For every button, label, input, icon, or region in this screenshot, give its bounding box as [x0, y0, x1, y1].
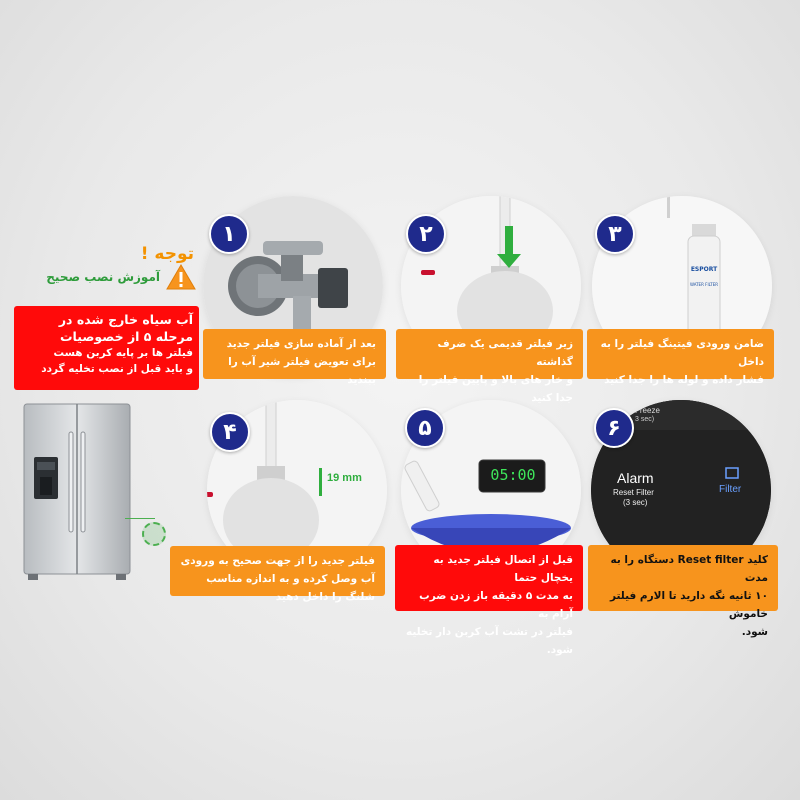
step-6-caption-line-1: کلید Reset filter دستگاه را به مدت [610, 554, 768, 584]
notice-box: آب سیاه خارج شده در مرحله ۵ از خصوصیات ف… [14, 306, 199, 390]
reset-filter-label: Reset Filter [613, 488, 654, 497]
notice-line-2: مرحله ۵ از خصوصیات [60, 329, 193, 344]
refrigerator-illustration [22, 402, 132, 582]
step-1-caption: بعد از آماده سازی فیلتر جدید برای تعویض … [203, 329, 386, 386]
notice-line-1: آب سیاه خارج شده در [58, 312, 193, 327]
filter-brand: ESPORT [690, 266, 718, 273]
notice-line-4: و باید قبل از نصب تخلیه گردد [41, 363, 193, 375]
step-3-caption-line-1: ضامن ورودی فیتینگ فیلتر را به داخل [600, 338, 764, 368]
step-5-caption-line-3: فیلتر در تشت آب کربن دار تخلیه شود. [405, 626, 573, 656]
step-3-badge: ۳ [595, 214, 635, 254]
notice-subtitle: آموزش نصب صحیح [46, 270, 160, 284]
refrigerator-icon [23, 403, 131, 580]
step-5: 05:00 ۵ قبل از اتصال فیلتر جدید به یخچال… [393, 400, 593, 656]
timer-display: 05:00 [490, 466, 536, 484]
reset-filter-duration: (3 sec) [623, 498, 648, 507]
step-3-caption: ضامن ورودی فیتینگ فیلتر را به داخل فشار … [587, 329, 774, 386]
notice-title: توجه ! [140, 244, 194, 264]
step-6-caption-line-2: ۱۰ ثانیه نگه دارید تا الارم فیلتر خاموش [609, 590, 768, 620]
step-1-badge: ۱ [209, 214, 249, 254]
step-5-badge: ۵ [405, 408, 445, 448]
warning-row: آموزش نصب صحیح [46, 264, 196, 290]
step-1-caption-line-2: برای تعویض فیلتر شیر آب را ببندید [228, 356, 376, 386]
hose-connector-line [125, 518, 155, 520]
step-2-badge: ۲ [406, 214, 446, 254]
step-4-caption: فیلتر جدید را از جهت صحیح به ورودی آب وص… [170, 546, 385, 603]
panel-freeze-label: Freeze [635, 406, 660, 415]
warning-icon [166, 264, 196, 290]
step-5-caption: قبل از اتصال فیلتر جدید به یخچال حتما به… [395, 545, 583, 656]
step-4: 19 mm ۴ فیلتر جدید را از جهت صحیح به ورو… [170, 400, 395, 615]
step-2-caption-line-1: زیر فیلتر قدیمی یک ضرف گذاشته [437, 338, 573, 368]
step-6-caption: کلید Reset filter دستگاه را به مدت ۱۰ ثا… [588, 545, 778, 638]
step-6-badge: ۶ [594, 408, 634, 448]
step-6-caption-line-3: شود. [741, 626, 768, 638]
panel-freeze-sub: 3 sec) [635, 416, 655, 423]
step-1-caption-line-1: بعد از آماده سازی فیلتر جدید [226, 338, 376, 350]
filter-location-marker [142, 522, 166, 546]
step-3-caption-line-2: فشار داده و لوله ها را جدا کنید [604, 374, 764, 386]
step-4-badge: ۴ [210, 412, 250, 452]
alarm-label: Alarm [617, 470, 654, 486]
step-6: Freeze 3 sec) Alarm Reset Filter (3 sec)… [586, 400, 786, 638]
filter-label: WATER FILTER [689, 282, 719, 287]
filter-button[interactable]: Filter [719, 484, 742, 495]
step-5-caption-line-1: قبل از اتصال فیلتر جدید به یخچال حتما [433, 554, 573, 584]
step-4-caption-line-1: فیلتر جدید را از جهت صحیح به ورودی [180, 555, 375, 567]
step-2: ۲ زیر فیلتر قدیمی یک ضرف گذاشته و خار ها… [396, 196, 591, 404]
step-4-caption-line-2: آب وصل کرده و به اندازه مناسب شلنگ را دا… [206, 573, 375, 603]
step-1: ۱ بعد از آماده سازی فیلتر جدید برای تعوی… [203, 196, 398, 396]
step-3: ESPORT WATER FILTER ۳ ضامن ورودی فیتینگ … [587, 196, 782, 396]
measure-label: 19 mm [327, 472, 362, 484]
step-5-caption-line-2: به مدت ۵ دقیقه باز زدن ضرب آرام به [419, 590, 573, 620]
notice-line-3: فیلتر ها بر پایه کربن هست [53, 347, 193, 359]
step-2-caption: زیر فیلتر قدیمی یک ضرف گذاشته و خار های … [396, 329, 583, 404]
